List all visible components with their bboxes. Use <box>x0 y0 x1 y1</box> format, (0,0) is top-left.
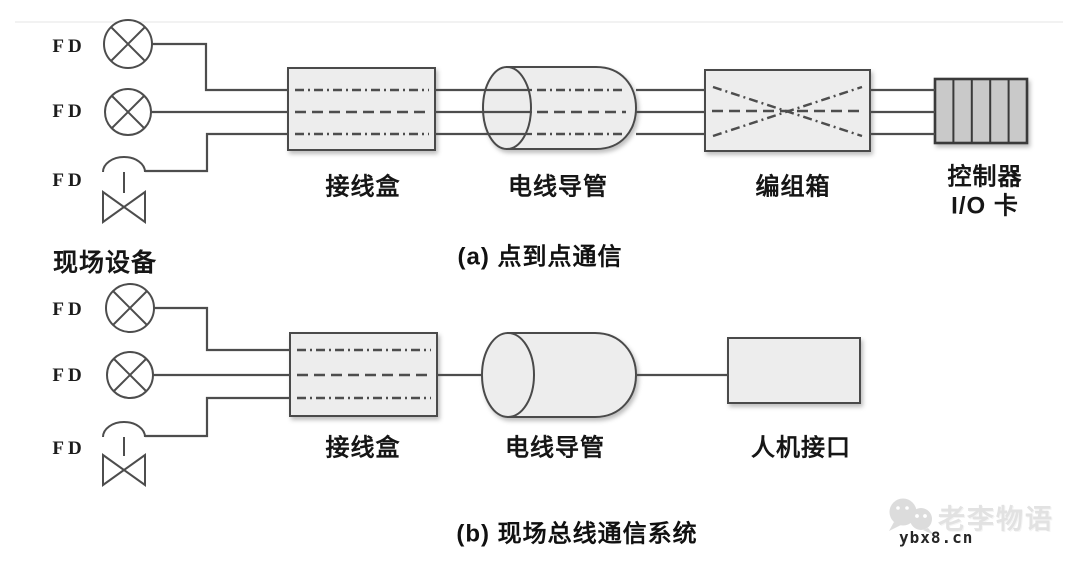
wire-a-fd3 <box>145 132 288 173</box>
fd-control-valve-symbol-b <box>102 421 146 487</box>
controller-label-line1: 控制器 <box>947 163 1023 191</box>
caption-a: (a) 点到点通信 <box>457 243 623 271</box>
hmi-label: 人机接口 <box>751 434 851 462</box>
junction-box-b-label: 接线盒 <box>325 434 401 462</box>
fd-label-b2: FD <box>52 365 86 386</box>
junction-box-a-label: 接线盒 <box>325 173 401 201</box>
hmi-box-shape <box>727 337 861 404</box>
watermark-brand: 老李物语 <box>938 504 1054 535</box>
conduit-a-label: 电线导管 <box>508 173 608 201</box>
junction-box-b-shape <box>289 332 438 417</box>
field-devices-label: 现场设备 <box>52 249 158 277</box>
controller-label-line2: I/O 卡 <box>951 192 1019 220</box>
conduit-b-shape <box>481 332 638 418</box>
wire-b-fd3 <box>145 396 290 438</box>
fd-transmitter-symbol-a2 <box>104 88 152 136</box>
fd-transmitter-symbol-b1 <box>105 283 155 333</box>
fd-transmitter-symbol-a1 <box>103 19 153 69</box>
cable-marshalling-x2 <box>712 85 863 138</box>
fd-transmitter-symbol-b2 <box>106 351 154 399</box>
watermark-site: ybx8.cn <box>899 528 974 547</box>
caption-b: (b) 现场总线通信系统 <box>456 520 698 548</box>
fd-label-b3: FD <box>52 438 86 459</box>
conduit-b-label: 电线导管 <box>505 434 605 462</box>
chat-bubbles-icon <box>889 498 934 535</box>
io-card-shape <box>933 77 1029 145</box>
junction-box-a-shape <box>287 67 436 151</box>
conduit-a-shape <box>482 66 638 150</box>
fd-label-b1: FD <box>52 299 86 320</box>
fd-label-a1: FD <box>52 36 86 57</box>
fd-control-valve-symbol-a <box>102 156 146 224</box>
fd-label-a3: FD <box>52 170 86 191</box>
wire-b-fd1 <box>154 306 290 352</box>
marshalling-box-label: 编组箱 <box>755 173 831 201</box>
wire-a-fd1 <box>152 42 288 92</box>
fd-label-a2: FD <box>52 101 86 122</box>
